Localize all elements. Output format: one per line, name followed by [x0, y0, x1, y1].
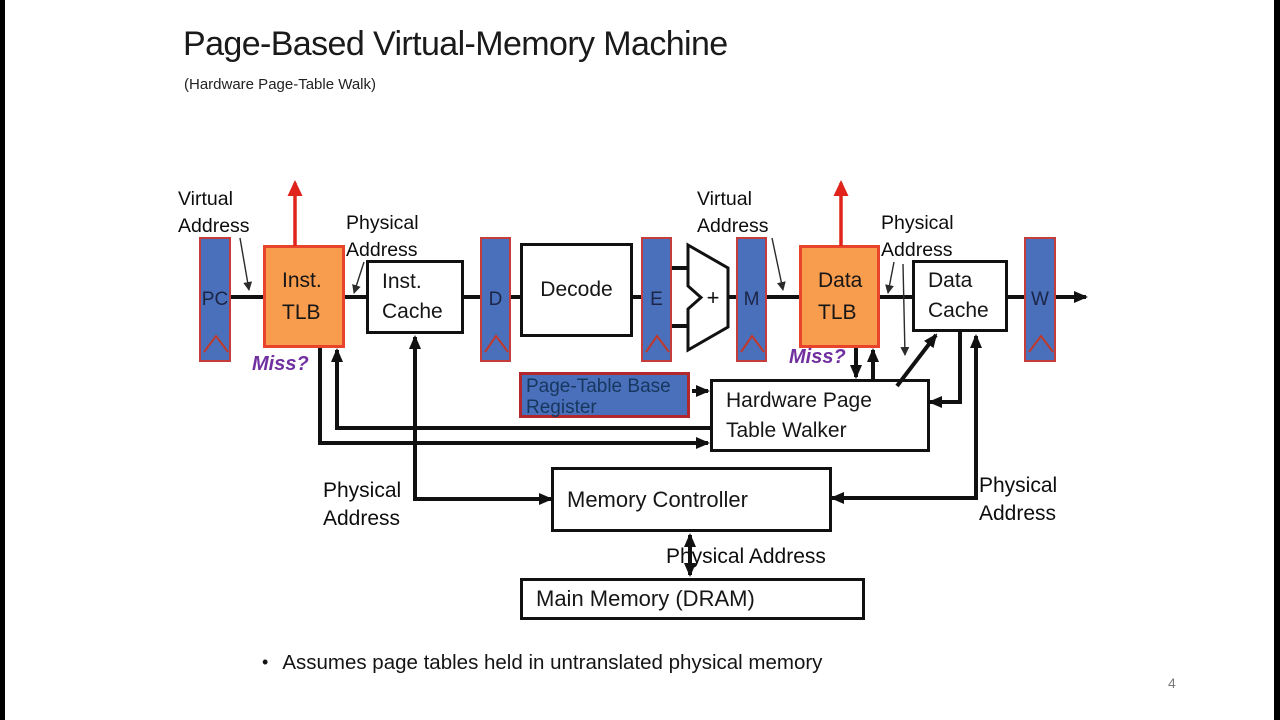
page-title: Page-Based Virtual-Memory Machine: [183, 25, 728, 63]
physical-address-label-mc-right: Physical Address: [979, 474, 1058, 525]
letterbox-bar-left: [0, 0, 5, 720]
latch-chevron-icon: [484, 334, 509, 353]
register-m: M: [736, 237, 767, 362]
physical-address-data-long-pointer-arrow: [900, 263, 910, 356]
page-subtitle: (Hardware Page-Table Walk): [184, 76, 377, 93]
ptbr-line1: Page-Table Base: [526, 376, 671, 397]
data-cache-block: Data Cache: [912, 260, 1008, 332]
inst-tlb-line1: Inst.: [282, 268, 322, 292]
virtual-address-label-inst: Virtual Address: [178, 188, 250, 237]
inst-tlb-line2: TLB: [282, 300, 321, 324]
data-tlb-line2: TLB: [818, 300, 857, 324]
letterbox-bar-right: [1274, 0, 1280, 720]
physical-address-label-data: Physical Address: [881, 212, 954, 261]
page-number: 4: [1168, 675, 1176, 691]
data-cache-line1: Data: [928, 269, 973, 292]
register-m-label: M: [743, 288, 760, 310]
physical-address-label-inst: Physical Address: [346, 212, 419, 261]
physical-address-label-dram: Physical Address: [666, 545, 826, 568]
register-e: E: [641, 237, 672, 362]
virtual-address-label-data: Virtual Address: [697, 188, 769, 237]
alu-plus-label: +: [707, 285, 720, 310]
miss-label-data: Miss?: [789, 346, 846, 368]
register-e-label: E: [650, 288, 663, 310]
physical-address-label-mc-left: Physical Address: [323, 479, 402, 530]
bullet-icon: •: [262, 652, 269, 672]
memory-controller-label: Memory Controller: [567, 486, 748, 512]
latch-chevron-icon: [645, 334, 670, 353]
data-cache-to-walker-arrow: [928, 332, 962, 408]
memory-controller-block: Memory Controller: [551, 467, 832, 532]
data-tlb-line1: Data: [818, 268, 863, 292]
main-memory-label: Main Memory (DRAM): [536, 586, 755, 611]
register-d-label: D: [488, 288, 503, 310]
inst-cache-block: Inst. Cache: [366, 260, 464, 334]
miss-label-inst: Miss?: [252, 353, 309, 375]
bullet-item: • Assumes page tables held in untranslat…: [262, 651, 822, 675]
inst-tlb-block: Inst. TLB: [263, 245, 345, 348]
latch-chevron-icon: [740, 334, 765, 353]
data-cache-line2: Cache: [928, 299, 989, 322]
page-table-base-register-block: Page-Table Base Register: [519, 372, 690, 418]
bullet-text: Assumes page tables held in untranslated…: [282, 651, 823, 674]
register-pc: PC: [199, 237, 231, 362]
inst-cache-line2: Cache: [382, 300, 443, 323]
virtual-address-data-pointer-arrow: [771, 237, 786, 291]
physical-address-inst-pointer-arrow: [352, 261, 365, 294]
ptbr-line2: Register: [526, 397, 597, 418]
hardware-page-table-walker-block: Hardware Page Table Walker: [710, 379, 930, 452]
walker-line1: Hardware Page: [726, 388, 872, 412]
decode-block: Decode: [520, 243, 633, 337]
decode-label: Decode: [540, 278, 613, 301]
virtual-address-inst-pointer-arrow: [239, 237, 253, 291]
walker-line2: Table Walker: [726, 418, 847, 442]
latch-chevron-icon: [203, 334, 229, 353]
inst-cache-line1: Inst.: [382, 270, 422, 293]
register-w: W: [1024, 237, 1056, 362]
alu-shape: [686, 242, 730, 353]
data-tlb-block: Data TLB: [799, 245, 880, 348]
latch-chevron-icon: [1028, 334, 1054, 353]
register-d: D: [480, 237, 511, 362]
main-memory-block: Main Memory (DRAM): [520, 578, 865, 620]
register-pc-label: PC: [201, 288, 229, 310]
physical-address-data-pointer-arrow: [885, 261, 895, 294]
register-w-label: W: [1031, 288, 1049, 310]
